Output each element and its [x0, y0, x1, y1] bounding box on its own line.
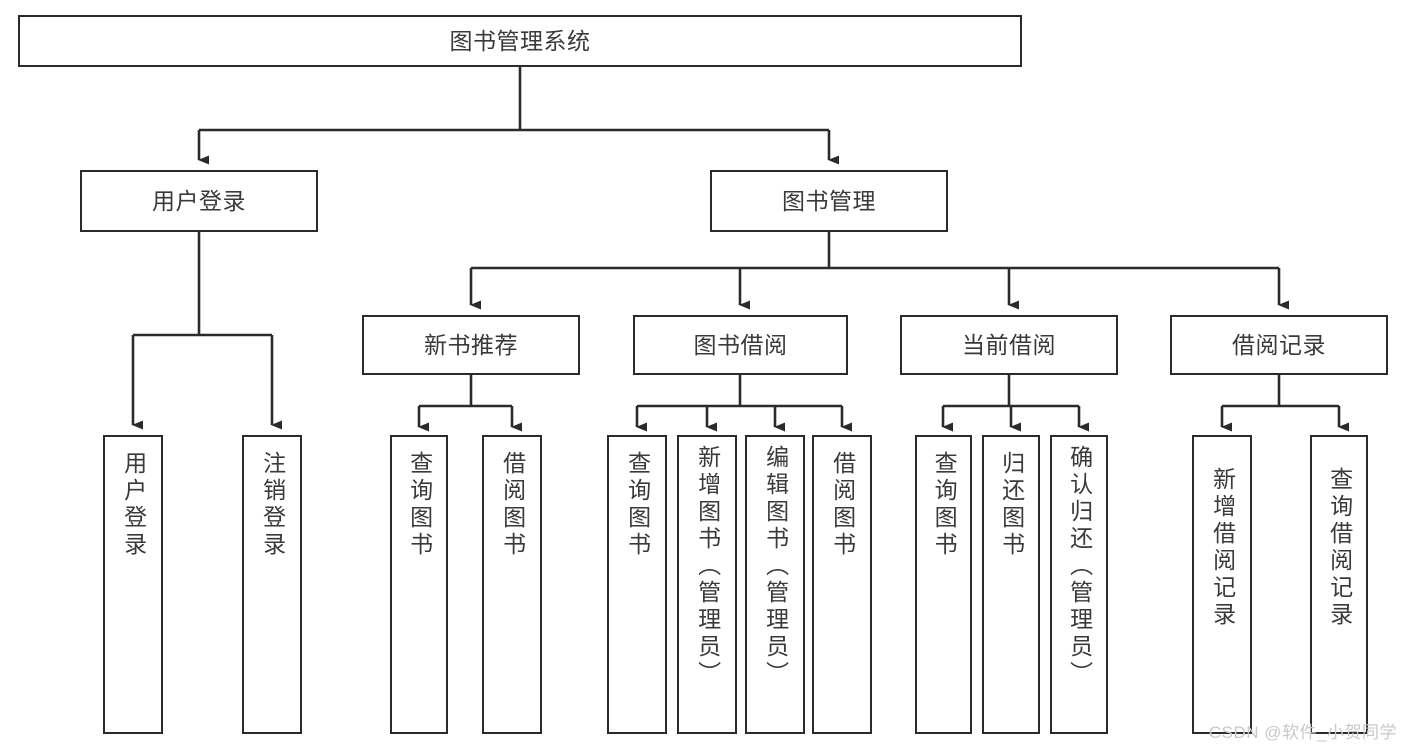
- node-leaf-add-book[interactable]: 新增图书（管理员）: [677, 435, 737, 734]
- node-leaf-query-book-2-label: 查询图书: [624, 451, 651, 559]
- node-user-login[interactable]: 用户登录: [80, 170, 318, 232]
- node-leaf-borrow-book-2[interactable]: 借阅图书: [812, 435, 872, 734]
- node-leaf-edit-book[interactable]: 编辑图书（管理员）: [745, 435, 805, 734]
- node-leaf-edit-book-label: 编辑图书（管理员）: [762, 445, 789, 688]
- node-leaf-query-book-1-label: 查询图书: [406, 451, 433, 559]
- node-leaf-query-book-3[interactable]: 查询图书: [915, 435, 972, 734]
- node-new-book-rec-label: 新书推荐: [424, 331, 518, 358]
- node-borrow-record[interactable]: 借阅记录: [1170, 315, 1388, 375]
- node-leaf-user-login[interactable]: 用户登录: [103, 435, 163, 734]
- node-root[interactable]: 图书管理系统: [18, 15, 1022, 67]
- node-leaf-add-record-label: 新增借阅记录: [1209, 467, 1236, 629]
- node-leaf-add-book-label: 新增图书（管理员）: [694, 445, 721, 688]
- node-leaf-query-book-2[interactable]: 查询图书: [607, 435, 667, 734]
- node-root-label: 图书管理系统: [449, 27, 591, 54]
- node-book-borrow-label: 图书借阅: [693, 331, 788, 358]
- node-leaf-query-book-3-label: 查询图书: [931, 451, 958, 559]
- node-leaf-confirm-return-label: 确认归还（管理员）: [1066, 445, 1093, 688]
- node-leaf-add-record[interactable]: 新增借阅记录: [1192, 435, 1252, 734]
- node-leaf-logout-label: 注销登录: [259, 451, 286, 559]
- node-leaf-user-login-label: 用户登录: [120, 451, 147, 559]
- node-leaf-query-record-label: 查询借阅记录: [1326, 467, 1353, 629]
- node-leaf-logout[interactable]: 注销登录: [242, 435, 302, 734]
- node-leaf-borrow-book-1-label: 借阅图书: [499, 451, 526, 559]
- node-leaf-query-record[interactable]: 查询借阅记录: [1310, 435, 1368, 734]
- node-user-login-label: 用户登录: [152, 187, 246, 214]
- node-book-manage[interactable]: 图书管理: [710, 170, 948, 232]
- node-leaf-query-book-1[interactable]: 查询图书: [390, 435, 448, 734]
- node-leaf-borrow-book-2-label: 借阅图书: [829, 451, 856, 559]
- node-leaf-confirm-return[interactable]: 确认归还（管理员）: [1050, 435, 1108, 734]
- node-leaf-borrow-book-1[interactable]: 借阅图书: [482, 435, 542, 734]
- node-new-book-rec[interactable]: 新书推荐: [362, 315, 580, 375]
- node-leaf-return-book-label: 归还图书: [998, 451, 1025, 559]
- node-current-borrow-label: 当前借阅: [962, 331, 1056, 358]
- node-leaf-return-book[interactable]: 归还图书: [982, 435, 1040, 734]
- node-book-manage-label: 图书管理: [782, 187, 876, 214]
- node-current-borrow[interactable]: 当前借阅: [900, 315, 1118, 375]
- node-book-borrow[interactable]: 图书借阅: [633, 315, 848, 375]
- node-borrow-record-label: 借阅记录: [1232, 331, 1326, 358]
